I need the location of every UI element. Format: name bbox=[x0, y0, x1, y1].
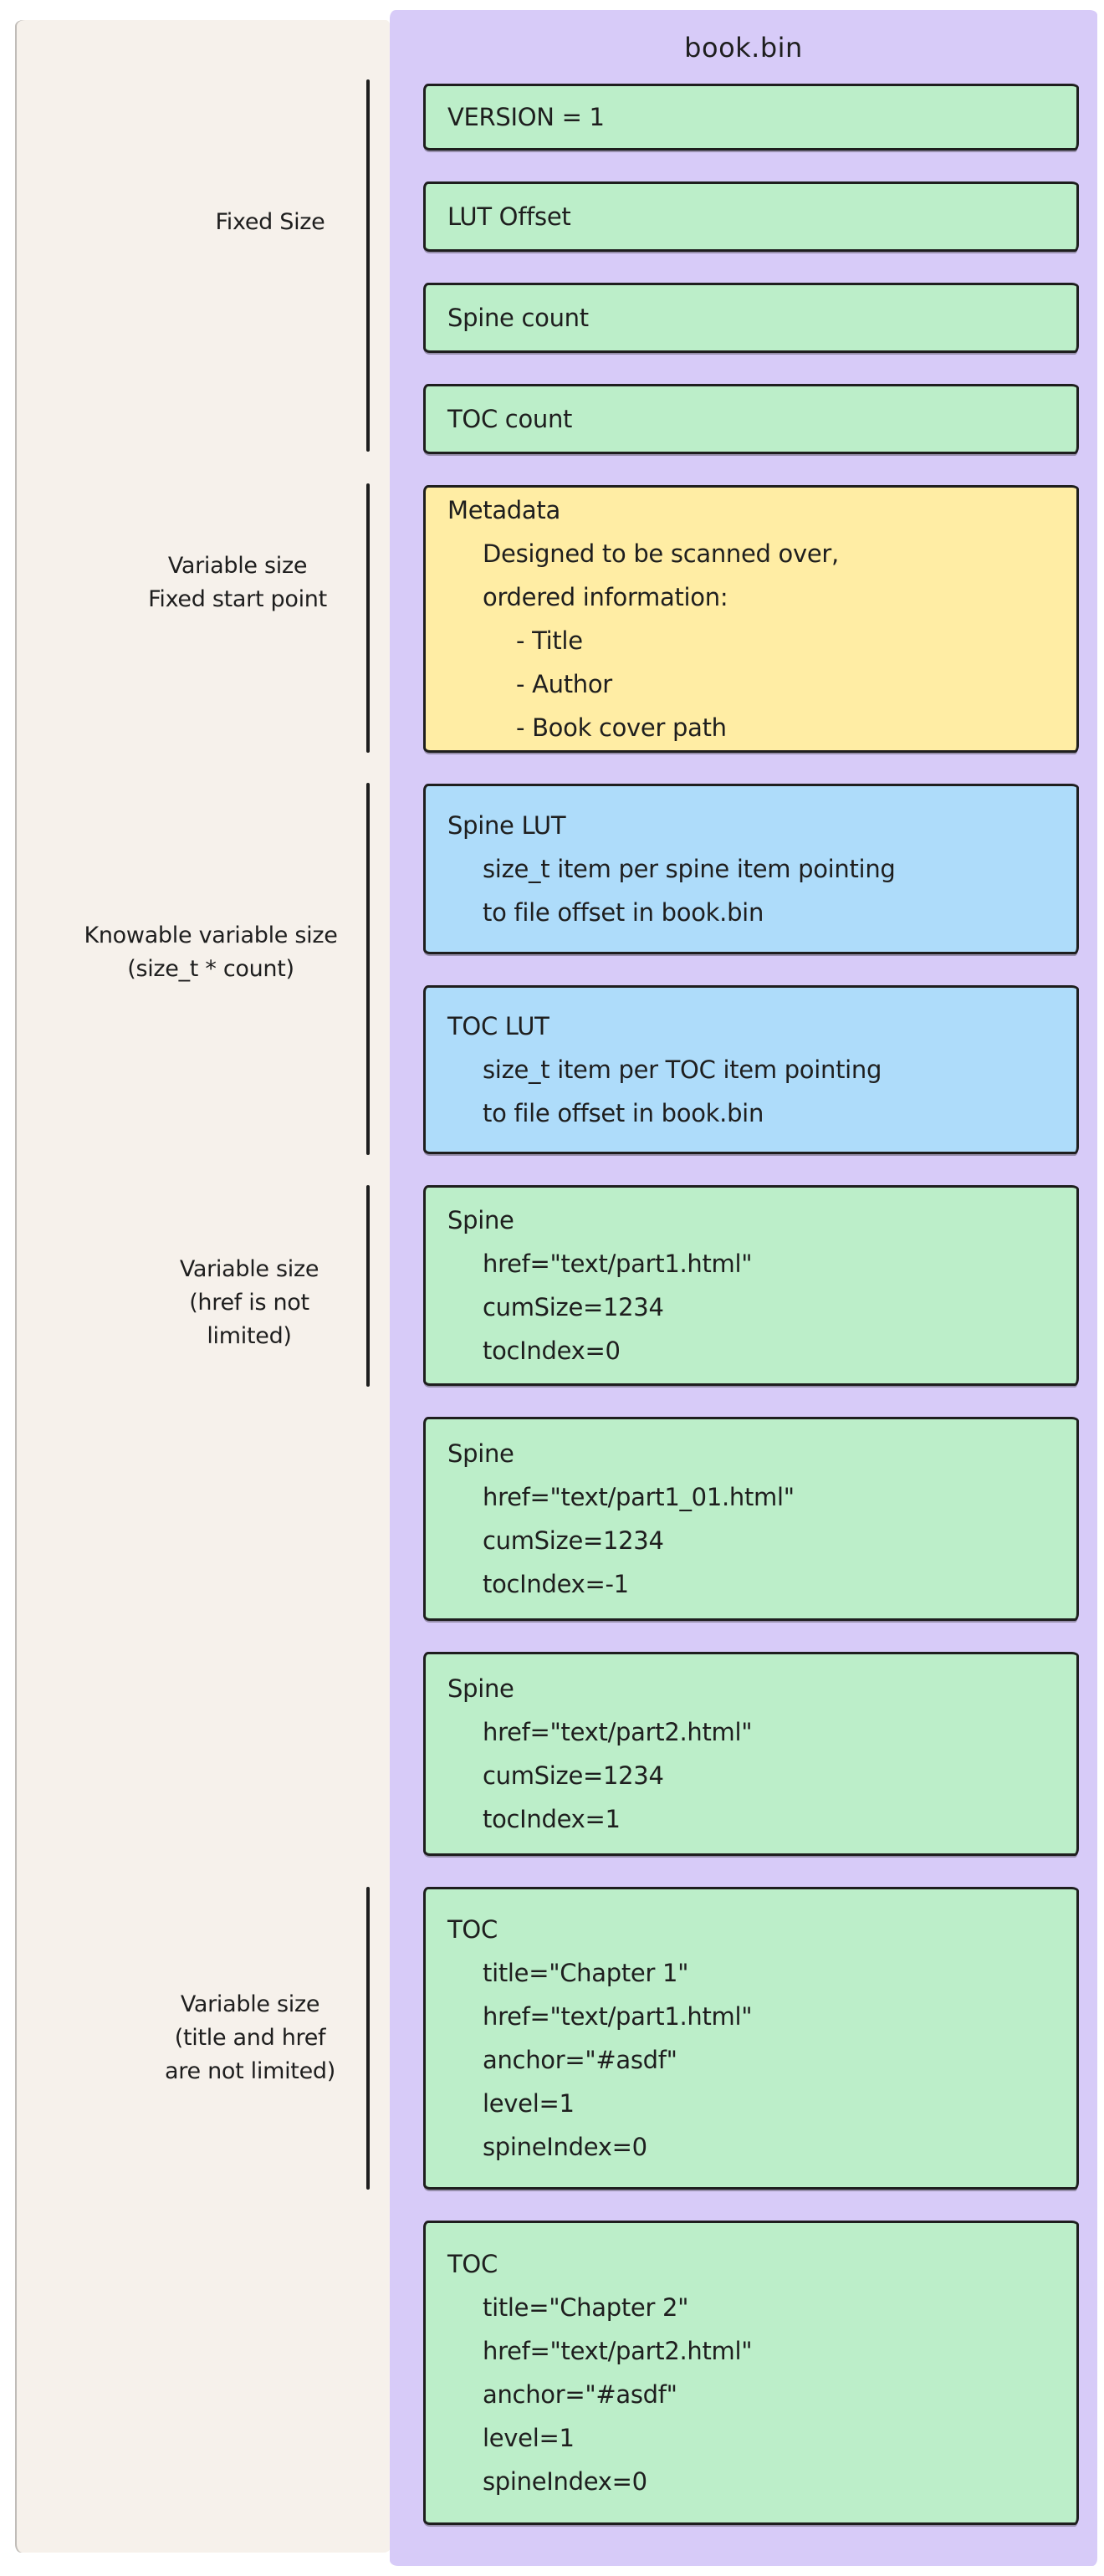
field-line: tocIndex=1 bbox=[483, 1805, 621, 1833]
bracket-line-fixed-size bbox=[366, 79, 370, 452]
section-spine-1: Spine href="text/part1.html" cumSize=1234 t… bbox=[423, 1185, 1079, 1386]
field-line: href="text/part1.html" bbox=[483, 1250, 753, 1278]
field-line: TOC bbox=[447, 1915, 498, 1944]
annotation-line: Fixed start point bbox=[148, 586, 327, 612]
annotation-line: (size_t * count) bbox=[127, 956, 294, 982]
field-line: spineIndex=0 bbox=[483, 2133, 647, 2161]
section-version: VERSION = 1 bbox=[423, 84, 1079, 151]
field-line: level=1 bbox=[483, 2424, 575, 2452]
field-line: size_t item per spine item pointing bbox=[483, 855, 896, 883]
field-line: tocIndex=0 bbox=[483, 1337, 621, 1365]
field-line: LUT Offset bbox=[447, 202, 571, 231]
section-toc-lut: TOC LUT size_t item per TOC item pointing… bbox=[423, 985, 1079, 1154]
field-line: to file offset in book.bin bbox=[483, 898, 764, 927]
field-line: anchor="#asdf" bbox=[483, 2380, 677, 2409]
section-spine-3: Spine href="text/part2.html" cumSize=1234 t… bbox=[423, 1652, 1079, 1856]
field-line: Spine bbox=[447, 1206, 514, 1234]
section-spine-count: Spine count bbox=[423, 283, 1079, 353]
annotation-line: Variable size bbox=[167, 553, 308, 579]
field-line: - Author bbox=[516, 670, 612, 698]
field-line: Spine bbox=[447, 1439, 514, 1468]
field-line: TOC bbox=[447, 2250, 498, 2278]
field-line: Metadata bbox=[447, 496, 560, 524]
annotation-variable-size-title-href: Variable size (title and href are not limi… bbox=[83, 1988, 417, 2088]
bracket-line-variable-size-href bbox=[366, 1185, 370, 1387]
annotation-variable-size-href: Variable size (href is not limited) bbox=[82, 1253, 417, 1353]
field-line: Spine bbox=[447, 1674, 514, 1703]
field-line: Spine LUT bbox=[447, 811, 566, 840]
annotation-line: are not limited) bbox=[165, 2058, 335, 2084]
annotation-line: Variable size bbox=[180, 1991, 320, 2017]
field-line: - Book cover path bbox=[516, 713, 727, 742]
field-line: TOC LUT bbox=[447, 1012, 549, 1040]
annotation-line: Variable size bbox=[179, 1256, 319, 1282]
field-line: level=1 bbox=[483, 2089, 575, 2118]
annotation-line: (href is not bbox=[189, 1290, 309, 1316]
field-line: to file offset in book.bin bbox=[483, 1099, 764, 1127]
field-line: tocIndex=-1 bbox=[483, 1570, 629, 1598]
section-spine-2: Spine href="text/part1_01.html" cumSize=12… bbox=[423, 1417, 1079, 1621]
file-title: book.bin bbox=[684, 32, 803, 64]
field-line: cumSize=1234 bbox=[483, 1761, 664, 1790]
bracket-line-variable-size-title-href bbox=[366, 1887, 370, 2190]
annotation-line: limited) bbox=[207, 1323, 292, 1349]
field-line: ordered information: bbox=[483, 583, 728, 611]
section-toc-count: TOC count bbox=[423, 384, 1079, 454]
field-line: title="Chapter 2" bbox=[483, 2293, 689, 2322]
field-line: href="text/part2.html" bbox=[483, 1718, 753, 1746]
section-lut-offset: LUT Offset bbox=[423, 181, 1079, 252]
field-line: Designed to be scanned over, bbox=[483, 539, 839, 568]
annotation-knowable-variable-size: Knowable variable size (size_t * count) bbox=[43, 919, 378, 986]
field-line: href="text/part1.html" bbox=[483, 2002, 753, 2031]
annotation-line: Knowable variable size bbox=[84, 923, 338, 948]
field-line: spineIndex=0 bbox=[483, 2467, 647, 2496]
field-line: TOC count bbox=[447, 405, 573, 433]
section-toc-2: TOC title="Chapter 2" href="text/part2.htm… bbox=[423, 2221, 1079, 2525]
field-line: cumSize=1234 bbox=[483, 1293, 664, 1321]
field-line: href="text/part2.html" bbox=[483, 2337, 753, 2365]
field-line: cumSize=1234 bbox=[483, 1526, 664, 1555]
field-line: size_t item per TOC item pointing bbox=[483, 1055, 882, 1084]
field-line: VERSION = 1 bbox=[447, 103, 605, 131]
annotation-fixed-size: Fixed Size bbox=[103, 206, 437, 239]
annotation-line: Fixed Size bbox=[215, 209, 325, 235]
bracket-line-knowable-variable-size bbox=[366, 783, 370, 1155]
section-spine-lut: Spine LUT size_t item per spine item poin… bbox=[423, 784, 1079, 954]
annotation-line: (title and href bbox=[174, 2025, 326, 2051]
field-line: anchor="#asdf" bbox=[483, 2046, 677, 2074]
field-line: title="Chapter 1" bbox=[483, 1959, 689, 1987]
field-line: href="text/part1_01.html" bbox=[483, 1483, 795, 1511]
field-line: - Title bbox=[516, 626, 583, 655]
bracket-line-variable-size-fixed-start bbox=[366, 483, 370, 753]
section-toc-1: TOC title="Chapter 1" href="text/part1.htm… bbox=[423, 1887, 1079, 2190]
field-line: Spine count bbox=[447, 304, 589, 332]
